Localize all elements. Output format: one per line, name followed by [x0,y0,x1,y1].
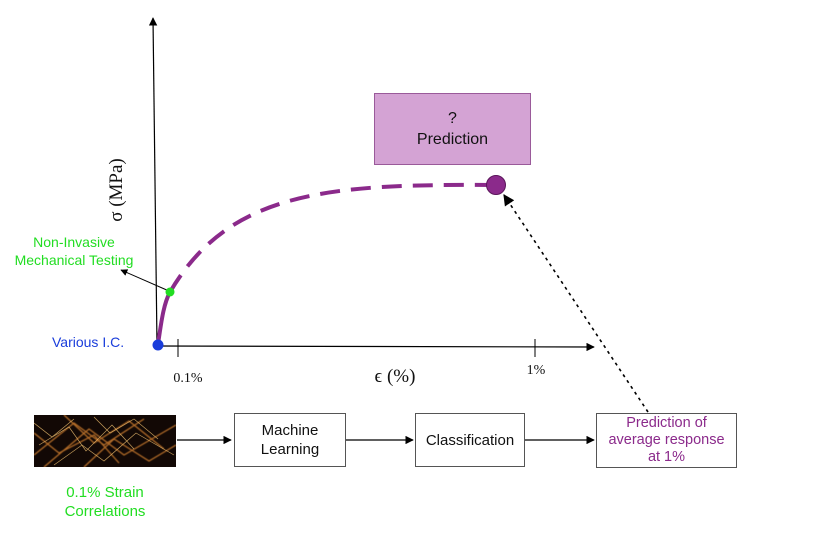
y-axis-label: σ (MPa) [106,158,127,222]
prediction-point [486,175,506,195]
prediction-box-label: Prediction [416,131,489,148]
strain-image [34,415,176,467]
strain-texture [34,415,176,467]
measured-curve [156,290,172,346]
x-axis [156,342,595,352]
prediction-output-box: Prediction of average response at 1% [596,413,737,468]
x-axis-label: ϵ (%) [374,366,416,387]
prediction-arrow [503,194,649,413]
machine-learning-box: Machine Learning [234,413,346,467]
strain-caption: 0.1% Strain Correlations [64,484,146,520]
classification-box: Classification [415,413,525,467]
predicted-curve [168,182,497,294]
origin-point [152,339,164,351]
testing-point [165,287,175,297]
testing-arrow [120,269,170,292]
various-ic-label: Various I.C. [52,334,125,350]
x-tick-label-0: 0.1% [173,371,203,386]
non-invasive-label: Non-Invasive Mechanical Testing [14,234,134,268]
prediction-box: ? Prediction [374,93,531,165]
y-axis [148,17,158,346]
x-tick-label-1: 1% [526,363,546,378]
prediction-box-question: ? [448,110,457,127]
